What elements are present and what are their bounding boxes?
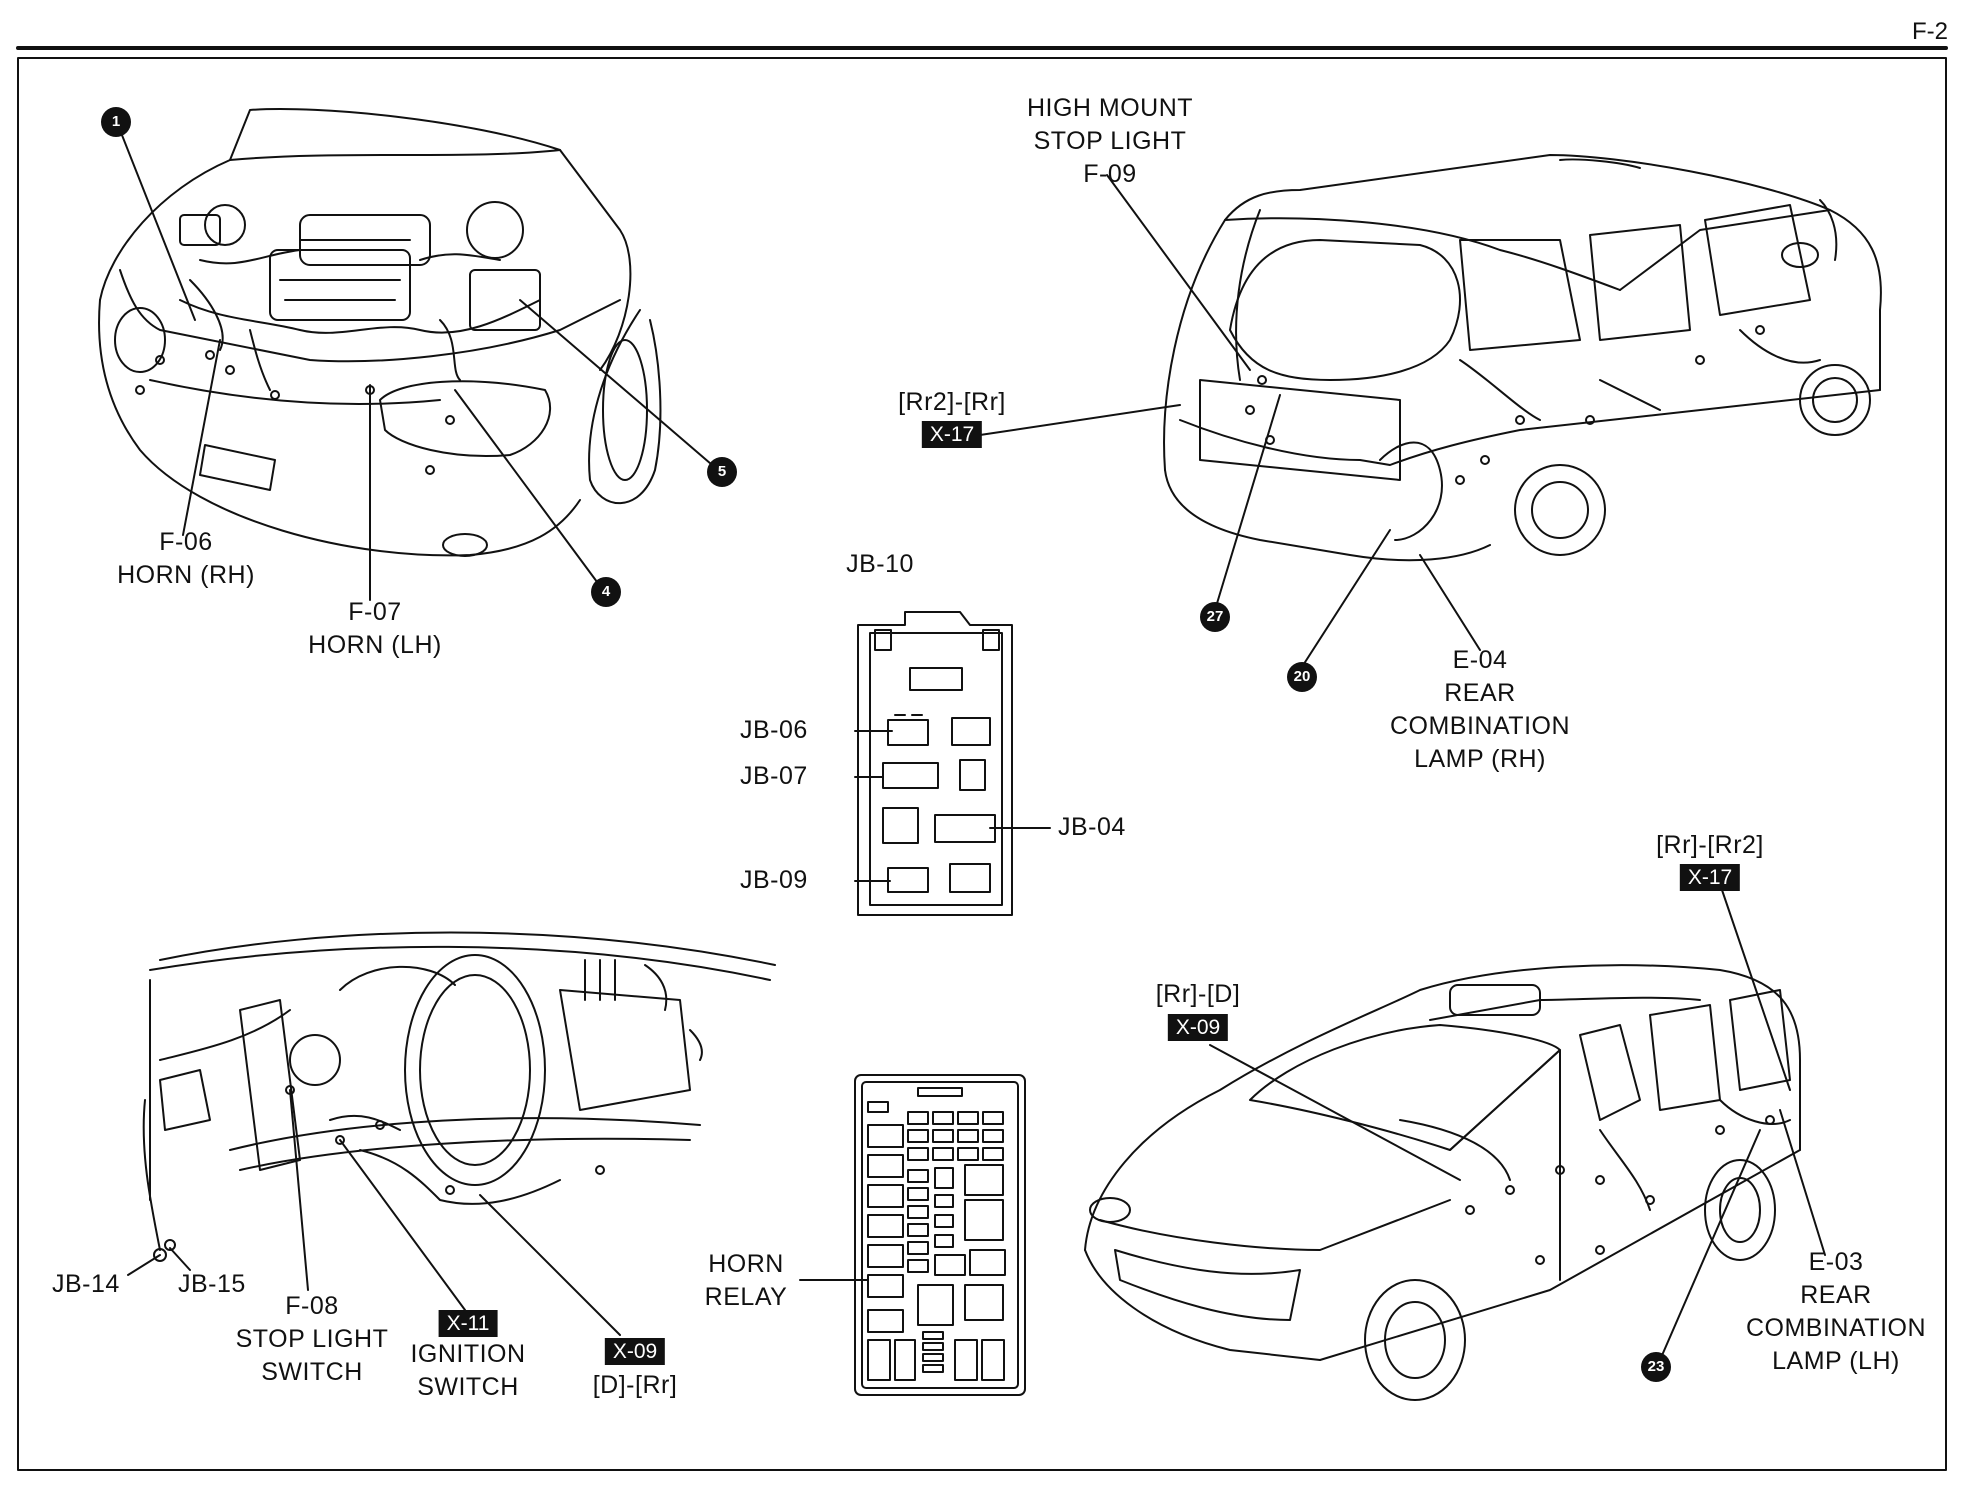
dash-x09-tag: X-09 [604, 1338, 666, 1365]
stop-light-line-2: STOP LIGHT [1033, 127, 1187, 155]
leader-x17-rear [979, 404, 1181, 436]
front-x09-pair: [Rr]-[D] [1155, 980, 1241, 1008]
leader-stop-switch [289, 1089, 309, 1291]
marker-4: 4 [591, 577, 621, 607]
marker-5: 5 [707, 457, 737, 487]
leader-lamp-rh [1419, 554, 1481, 651]
page-frame [17, 57, 1947, 1471]
stop-switch-line-2: STOP LIGHT [235, 1325, 389, 1353]
ignition-x11-tag: X-11 [438, 1310, 498, 1337]
ignition-line-2: SWITCH [417, 1373, 519, 1401]
leader-ignition [339, 1139, 466, 1311]
ignition-line-1: IGNITION [410, 1340, 526, 1368]
horn-lh-name: HORN (LH) [308, 631, 442, 659]
horn-rh-code: F-06 [159, 528, 213, 556]
leader-marker-27 [1214, 394, 1281, 611]
horn-rh-label: F-06 HORN (RH) [117, 526, 255, 592]
marker-1: 1 [101, 107, 131, 137]
engine-bay-drawing [98, 108, 662, 557]
lamp-rh-line-1: E-04 [1452, 646, 1508, 674]
jb06-label: JB-06 [740, 716, 808, 744]
jb15-label: JB-15 [178, 1270, 246, 1298]
dash-x09-pair: [D]-[Rr] [592, 1371, 678, 1399]
rear-x17-tag: X-17 [921, 421, 983, 448]
stop-switch-line-3: SWITCH [261, 1358, 363, 1386]
lamp-rh-line-3: COMBINATION [1389, 712, 1571, 740]
junction-block-drawing [857, 611, 1013, 916]
rear-connector-pair: [Rr2]-[Rr] [898, 388, 1006, 416]
lamp-lh-line-1: E-03 [1808, 1248, 1864, 1276]
leader-marker-20 [1299, 529, 1391, 671]
relay-box-drawing [854, 1074, 1026, 1396]
rear-lamp-lh-label: E-03 REAR COMBINATION LAMP (LH) [1746, 1246, 1926, 1378]
stop-light-line-3: F-09 [1083, 160, 1137, 188]
lamp-lh-line-4: LAMP (LH) [1772, 1347, 1900, 1375]
stop-light-switch-label: F-08 STOP LIGHT SWITCH [236, 1290, 389, 1389]
front-x09-tag: X-09 [1167, 1014, 1229, 1041]
lamp-rh-line-4: LAMP (RH) [1414, 745, 1546, 773]
lamp-lh-line-3: COMBINATION [1745, 1314, 1927, 1342]
leader-stop-light [1106, 174, 1251, 371]
jb07-label: JB-07 [740, 762, 808, 790]
jb14-label: JB-14 [52, 1270, 120, 1298]
leader-jb14 [127, 1254, 161, 1276]
marker-27: 27 [1200, 602, 1230, 632]
page-number: F-2 [1912, 18, 1948, 45]
leader-marker-23 [1659, 1129, 1761, 1361]
horn-rh-name: HORN (RH) [117, 561, 255, 589]
marker-23: 23 [1641, 1352, 1671, 1382]
lamp-lh-line-2: REAR [1800, 1281, 1872, 1309]
jb09-label: JB-09 [740, 866, 808, 894]
horn-lh-label: F-07 HORN (LH) [308, 596, 442, 662]
stop-switch-line-1: F-08 [285, 1292, 339, 1320]
leader-horn-rh [182, 339, 221, 536]
stop-light-line-1: HIGH MOUNT [1026, 94, 1194, 122]
horn-lh-code: F-07 [348, 598, 402, 626]
leader-lamp-lh [1779, 1109, 1826, 1256]
leader-marker-1 [117, 124, 196, 321]
front-van-drawing [1084, 964, 1801, 1401]
rear-van-drawing [1163, 154, 1882, 562]
rear-lamp-rh-label: E-04 REAR COMBINATION LAMP (RH) [1390, 644, 1570, 776]
leader-marker-4 [454, 389, 604, 591]
leader-jb15 [169, 1247, 191, 1271]
leader-x09-dash [479, 1194, 621, 1336]
ignition-switch-label: IGNITION SWITCH [410, 1338, 525, 1404]
dashboard-drawing [142, 931, 776, 1262]
front-x17-tag: X-17 [1679, 864, 1741, 891]
leader-marker-5 [519, 299, 719, 471]
leader-x17-front [1721, 889, 1791, 1091]
horn-relay-line-1: HORN [708, 1250, 784, 1278]
lamp-rh-line-2: REAR [1444, 679, 1516, 707]
leader-x09-front [1209, 1044, 1461, 1181]
front-x17-pair: [Rr]-[Rr2] [1656, 831, 1764, 859]
high-mount-stop-light-label: HIGH MOUNT STOP LIGHT F-09 [1027, 92, 1193, 191]
horn-relay-line-2: RELAY [704, 1283, 788, 1311]
horn-relay-label: HORN RELAY [705, 1248, 788, 1314]
marker-20: 20 [1287, 662, 1317, 692]
jb10-label: JB-10 [846, 550, 914, 578]
jb04-label: JB-04 [1058, 813, 1126, 841]
